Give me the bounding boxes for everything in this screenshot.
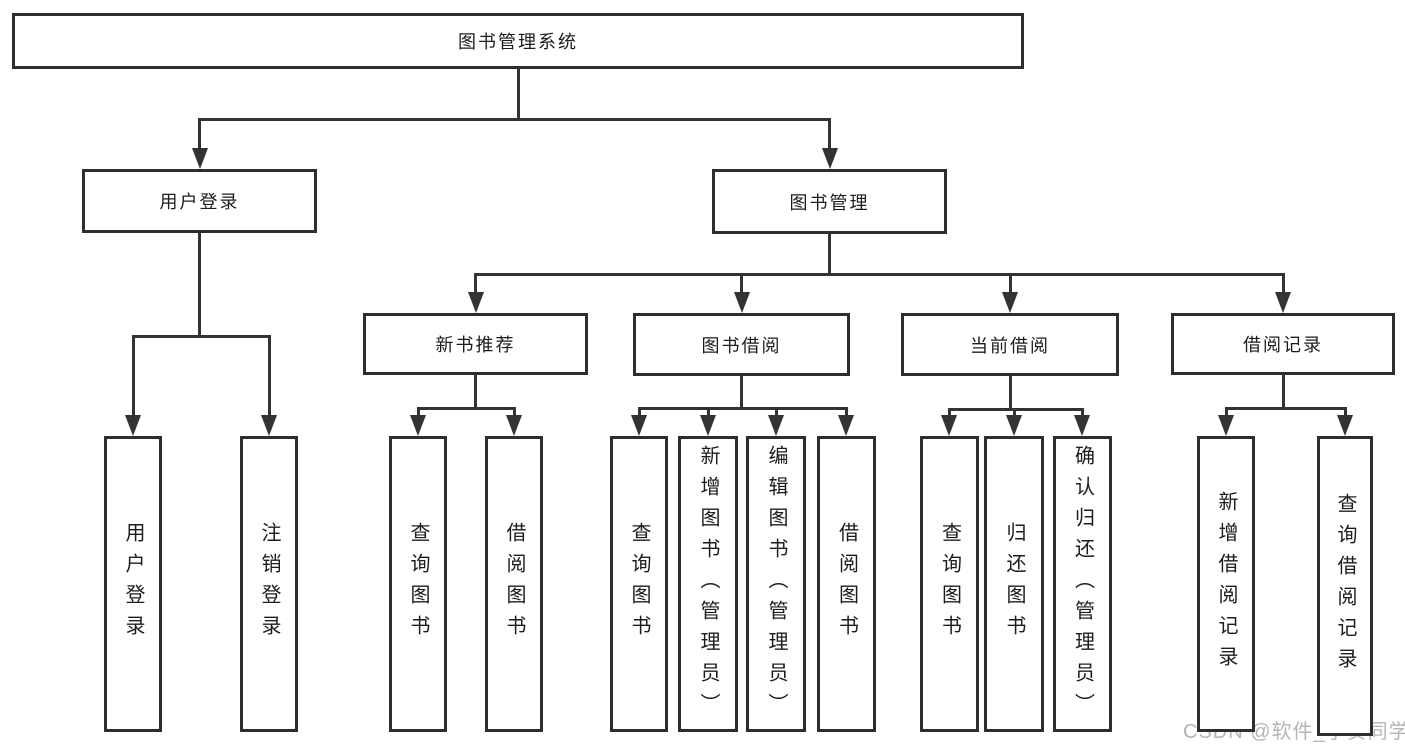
connector-rail-user-login-branch [131,335,271,338]
node-root: 图书管理系统 [12,13,1024,69]
node-label-leaf-user-login: 用户登录 [122,522,144,646]
node-label-leaf-borrow-book-2: 借阅图书 [835,522,858,646]
node-current-borrow: 当前借阅 [901,313,1119,376]
arrow-down-icon [1074,415,1090,436]
connector-drop-book-mgmt-branch-0 [474,273,477,297]
arrow-down-icon [1275,292,1291,313]
node-user-login: 用户登录 [82,169,317,233]
arrow-down-icon [768,415,784,436]
connector-drop-current-borrow-branch-2 [1080,408,1084,420]
arrow-down-icon [467,292,484,313]
arrow-down-icon [733,292,750,313]
connector-drop-book-mgmt-branch-3 [1281,273,1285,297]
node-label-leaf-query-book-3: 查询图书 [938,522,961,646]
arrow-down-icon [838,415,854,436]
connector-drop-root-branch-1 [828,118,831,153]
arrow-down-icon [941,415,957,436]
node-book-mgmt: 图书管理 [712,169,947,234]
connector-drop-book-mgmt-branch-1 [740,273,743,297]
node-label-leaf-logout: 注销登录 [258,522,280,646]
node-leaf-logout: 注销登录 [240,436,298,732]
node-label-leaf-query-record: 查询借阅记录 [1334,493,1356,679]
connector-drop-borrow-records-branch-0 [1224,407,1228,420]
node-leaf-query-record: 查询借阅记录 [1317,436,1373,736]
node-leaf-edit-book: 编辑图书（管理员） [746,436,806,732]
connector-drop-current-borrow-branch-0 [947,408,951,420]
node-label-borrow-records: 借阅记录 [1243,335,1323,355]
node-label-leaf-add-record: 新增借阅记录 [1215,491,1237,677]
node-leaf-user-login: 用户登录 [104,436,162,732]
node-leaf-query-book-2: 查询图书 [610,436,668,732]
connector-drop-root-branch-0 [198,118,201,153]
connector-drop-new-book-rec-branch-1 [512,407,516,420]
arrow-down-icon [506,415,522,436]
arrow-down-icon [125,415,141,436]
connector-rail-current-borrow-branch [947,408,1084,411]
connector-stem-root-branch [516,69,520,121]
connector-rail-book-borrow-branch [637,407,848,410]
node-leaf-query-book-1: 查询图书 [389,436,447,732]
node-label-leaf-confirm-return: 确认归还（管理员） [1071,444,1094,724]
node-borrow-records: 借阅记录 [1171,313,1395,375]
connector-rail-root-branch [198,118,831,121]
arrow-down-icon [700,415,716,436]
arrow-down-icon [821,148,838,169]
node-new-book-rec: 新书推荐 [363,313,588,375]
node-label-book-borrow: 图书借阅 [701,335,782,356]
node-label-user-login: 用户登录 [159,192,240,212]
connector-drop-user-login-branch-0 [131,335,135,420]
node-leaf-return-book: 归还图书 [984,436,1044,732]
connector-drop-book-borrow-branch-1 [706,407,710,420]
connector-stem-book-mgmt-branch [828,234,831,276]
connector-drop-book-borrow-branch-0 [637,407,641,420]
node-leaf-add-book: 新增图书（管理员） [678,436,738,732]
arrow-down-icon [1006,415,1022,436]
connector-drop-book-borrow-branch-3 [844,407,848,420]
node-label-leaf-query-book-1: 查询图书 [407,522,429,646]
arrow-down-icon [631,415,647,436]
node-leaf-borrow-book-1: 借阅图书 [485,436,543,732]
node-leaf-add-record: 新增借阅记录 [1197,436,1255,732]
connector-drop-new-book-rec-branch-0 [416,407,420,420]
node-label-book-mgmt: 图书管理 [789,192,870,213]
node-label-root: 图书管理系统 [458,32,578,52]
connector-drop-user-login-branch-1 [267,335,271,420]
arrow-down-icon [1002,292,1018,313]
connector-stem-current-borrow-branch [1008,376,1012,411]
connector-drop-borrow-records-branch-1 [1343,407,1347,420]
connector-drop-current-borrow-branch-1 [1012,408,1016,420]
node-label-leaf-borrow-book-1: 借阅图书 [503,522,525,646]
connector-drop-book-mgmt-branch-2 [1008,273,1012,297]
node-label-leaf-add-book: 新增图书（管理员） [697,444,719,724]
connector-drop-book-borrow-branch-2 [774,407,778,420]
node-leaf-confirm-return: 确认归还（管理员） [1053,436,1112,732]
connector-stem-user-login-branch [198,233,201,338]
connector-rail-book-mgmt-branch [474,273,1285,276]
arrow-down-icon [261,415,277,436]
connector-rail-borrow-records-branch [1224,407,1347,410]
node-label-leaf-return-book: 归还图书 [1003,522,1025,646]
arrow-down-icon [1337,415,1353,436]
node-label-leaf-edit-book: 编辑图书（管理员） [765,444,787,724]
connector-stem-book-borrow-branch [740,376,743,410]
connector-stem-new-book-rec-branch [474,375,477,410]
node-label-current-borrow: 当前借阅 [970,335,1050,356]
node-book-borrow: 图书借阅 [633,313,850,376]
arrow-down-icon [410,415,426,436]
node-label-new-book-rec: 新书推荐 [435,335,516,355]
node-label-leaf-query-book-2: 查询图书 [628,522,650,646]
connector-rail-new-book-rec-branch [416,407,516,410]
arrow-down-icon [1218,415,1234,436]
node-leaf-borrow-book-2: 借阅图书 [817,436,876,732]
node-leaf-query-book-3: 查询图书 [920,436,979,732]
connector-stem-borrow-records-branch [1281,375,1285,410]
arrow-down-icon [191,148,208,169]
